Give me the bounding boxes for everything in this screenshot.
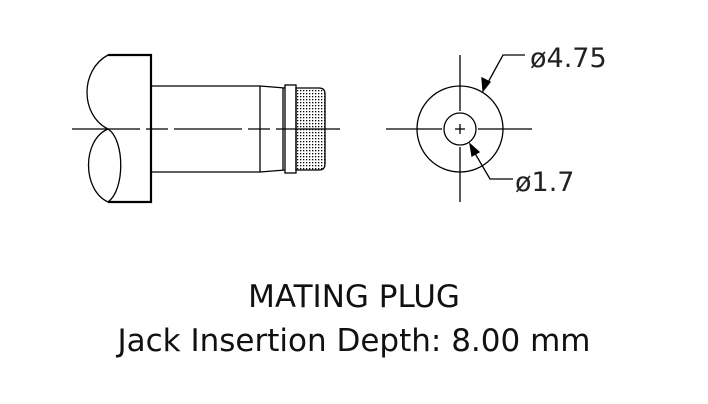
inner-circle — [443, 112, 477, 146]
inner-diameter-label: ø1.7 — [515, 167, 574, 198]
side-view — [72, 53, 340, 204]
outer-leader — [485, 54, 525, 87]
outer-diameter-label: ø4.75 — [530, 43, 607, 74]
arrow-icon — [469, 142, 481, 158]
arrow-icon — [481, 76, 491, 93]
drawing-title: MATING PLUG — [248, 279, 460, 315]
drawing-subtitle: Jack Insertion Depth: 8.00 mm — [117, 323, 591, 359]
plug-shaft — [151, 85, 286, 173]
inner-leader — [472, 149, 513, 180]
end-view — [386, 54, 532, 202]
